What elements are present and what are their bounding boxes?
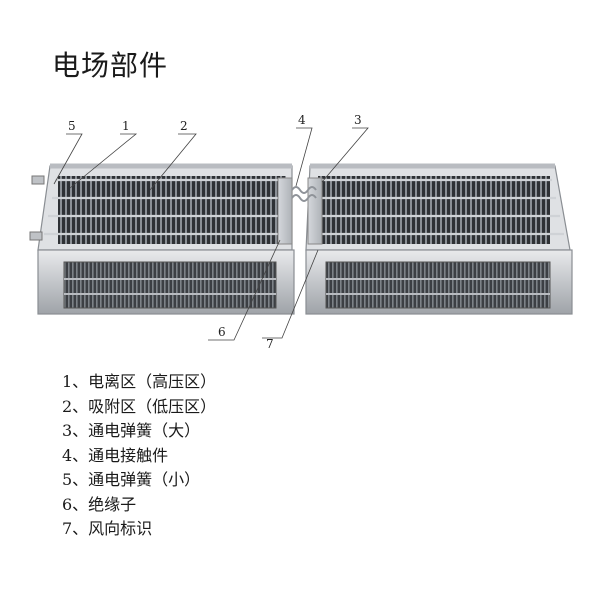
- callout-6: 6: [218, 325, 226, 339]
- callout-7: 7: [266, 337, 274, 351]
- legend-item: 7、风向标识: [62, 519, 153, 538]
- callout-1: 1: [122, 119, 130, 133]
- component-legend: 1、电离区（高压区） 2、吸附区（低压区） 3、通电弹簧（大） 4、通电接触件 …: [62, 370, 216, 542]
- callout-2: 2: [180, 119, 188, 133]
- right-field-unit: [291, 163, 573, 315]
- left-field-unit: [29, 163, 295, 315]
- legend-item: 1、电离区（高压区）: [62, 372, 217, 391]
- page-title: 电场部件: [52, 49, 169, 82]
- callout-5: 5: [68, 119, 76, 133]
- callout-3: 3: [354, 113, 362, 127]
- legend-item: 5、通电弹簧（小）: [62, 470, 201, 489]
- callout-4: 4: [298, 113, 306, 127]
- legend-item: 3、通电弹簧（大）: [62, 421, 201, 440]
- legend-item: 6、绝缘子: [62, 494, 137, 514]
- legend-item: 4、通电接触件: [62, 445, 169, 465]
- legend-item: 2、吸附区（低压区）: [62, 396, 217, 416]
- callout-leaders: [53, 127, 369, 341]
- electric-field-components-photo: 5 1 2 4 3 6 7: [29, 113, 573, 351]
